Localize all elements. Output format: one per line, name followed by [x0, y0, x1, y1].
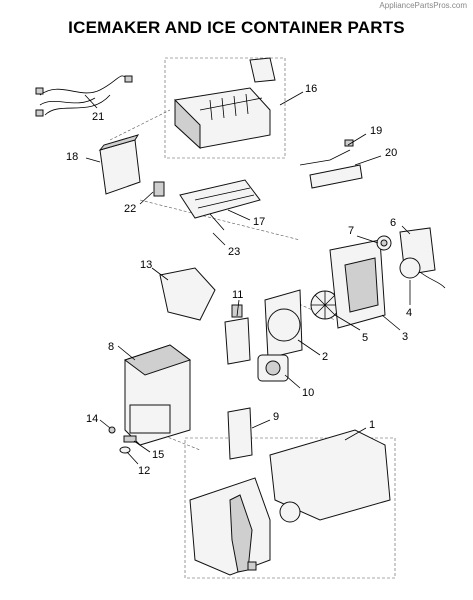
callout-9: 9: [273, 411, 279, 423]
callout-2: 2: [322, 351, 328, 363]
callout-21: 21: [92, 111, 104, 123]
auger-assembly-part: [123, 344, 192, 446]
callout-4: 4: [406, 307, 412, 319]
plate-part: [227, 407, 253, 460]
icemaker-cover-part: [98, 134, 141, 195]
callout-10: 10: [302, 387, 314, 399]
callout-18: 18: [66, 151, 78, 163]
callout-7: 7: [348, 225, 354, 237]
callout-22: 22: [124, 203, 136, 215]
callout-20: 20: [385, 147, 397, 159]
shutoff-arm-part: [299, 139, 363, 189]
callout-8: 8: [108, 341, 114, 353]
callout-16: 16: [305, 83, 317, 95]
callout-11: 11: [232, 289, 243, 301]
washer-part: [119, 446, 131, 454]
switch-part: [224, 304, 251, 365]
clip-part: [153, 181, 165, 197]
callout-17: 17: [253, 216, 265, 228]
callout-3: 3: [402, 331, 408, 343]
icemaker-group-box: [164, 57, 286, 159]
ice-bucket-part: [189, 429, 391, 576]
wire-harness-part: [35, 75, 133, 117]
callout-5: 5: [362, 332, 368, 344]
ice-tray-part: [179, 179, 261, 231]
fan-housing-part: [264, 289, 303, 359]
gear-part: [376, 235, 392, 251]
motor-part: [399, 257, 446, 289]
auger-housing-part: [329, 239, 386, 329]
callout-14: 14: [86, 413, 98, 425]
callout-1: 1: [369, 419, 375, 431]
callout-15: 15: [152, 449, 164, 461]
callout-19: 19: [370, 125, 382, 137]
page-title: ICEMAKER AND ICE CONTAINER PARTS: [68, 18, 405, 37]
callout-12: 12: [138, 465, 150, 477]
container-group-box: [184, 437, 396, 579]
callout-13: 13: [140, 259, 152, 271]
auger-motor-part: [257, 354, 289, 382]
callout-23: 23: [228, 246, 240, 258]
duct-part: [159, 267, 216, 321]
watermark: AppliancePartsPros.com: [379, 1, 467, 10]
screw-part: [108, 426, 116, 434]
callout-6: 6: [390, 217, 396, 229]
spacer-part: [123, 435, 137, 443]
icemaker-assembly-part: [174, 57, 276, 150]
